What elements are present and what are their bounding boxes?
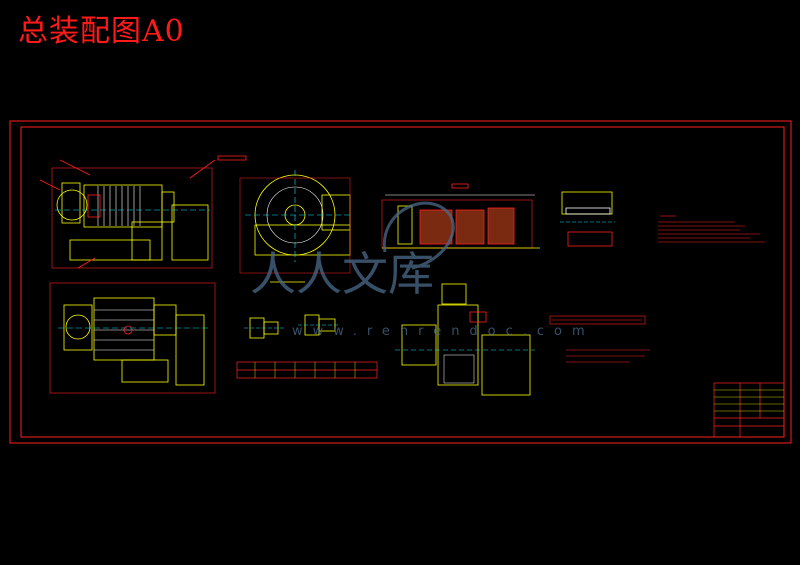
shaft-detail-2 <box>298 314 340 336</box>
side-elevation-view <box>39 155 247 269</box>
front-view <box>239 170 351 283</box>
plan-view <box>49 282 216 394</box>
title-block <box>713 382 785 438</box>
section-view <box>381 183 540 249</box>
requirements-text <box>658 215 765 243</box>
parts-table-strip <box>236 361 378 379</box>
watermark-brand: 人人文库 <box>250 247 434 301</box>
watermark: 人人文库 www.renrendoc.com <box>250 201 595 339</box>
technical-notes <box>549 315 650 363</box>
detail-view-right <box>560 191 615 247</box>
watermark-url: www.renrendoc.com <box>292 324 595 339</box>
shaft-detail-1 <box>244 317 285 339</box>
watermark-logo-icon <box>382 201 455 270</box>
lower-detail-view <box>395 283 535 396</box>
inner-frame <box>20 126 785 438</box>
outer-frame <box>9 120 792 444</box>
drawing-title: 总装配图A0 <box>18 14 185 49</box>
